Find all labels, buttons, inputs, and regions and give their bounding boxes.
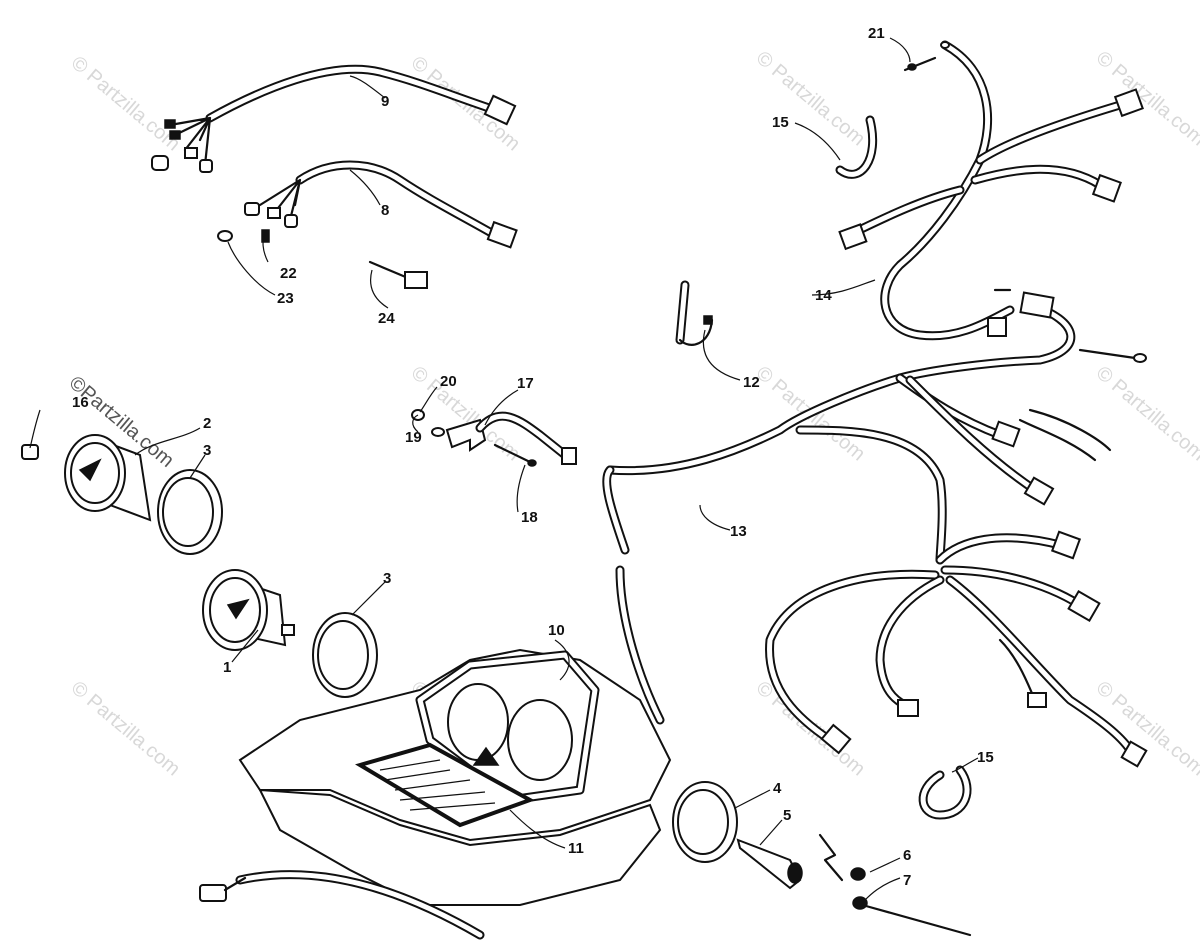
watermark: © Partzilla.com bbox=[752, 47, 869, 150]
callout-5: 5 bbox=[783, 807, 791, 824]
callout-12: 12 bbox=[743, 374, 760, 391]
callout-15-lower: 15 bbox=[977, 749, 994, 766]
callout-2: 2 bbox=[203, 415, 211, 432]
ring-part-4 bbox=[672, 781, 738, 863]
watermarks: © Partzilla.com © Partzilla.com © Partzi… bbox=[65, 47, 1200, 780]
dash-panel bbox=[238, 648, 672, 906]
watermark: © Partzilla.com bbox=[67, 677, 184, 780]
callout-10: 10 bbox=[548, 622, 565, 639]
callout-20: 20 bbox=[440, 373, 457, 390]
watermark: © Partzilla.com bbox=[1092, 362, 1200, 465]
callout-3-lower: 3 bbox=[383, 570, 391, 587]
sender-part-5 bbox=[736, 838, 803, 890]
callout-19: 19 bbox=[405, 429, 422, 446]
callout-6: 6 bbox=[903, 847, 911, 864]
callout-18: 18 bbox=[521, 509, 538, 526]
callout-4: 4 bbox=[773, 780, 782, 797]
callout-15-upper: 15 bbox=[772, 114, 789, 131]
lower-left-lead bbox=[199, 870, 485, 940]
watermark: © Partzilla.com bbox=[67, 52, 184, 155]
callout-23: 23 bbox=[277, 290, 294, 307]
callout-21: 21 bbox=[868, 25, 885, 42]
bezel-ring-part-3-lower bbox=[312, 612, 378, 698]
gauge-part-2 bbox=[21, 434, 152, 522]
bezel-ring-part-3-upper bbox=[157, 469, 223, 555]
callout-24: 24 bbox=[378, 310, 395, 327]
main-harness-part-13 bbox=[602, 291, 1148, 768]
leader-lines bbox=[29, 37, 979, 901]
nut-part-6 bbox=[850, 867, 866, 881]
clip-part-15-upper bbox=[835, 115, 878, 179]
sensor-part-12 bbox=[675, 280, 714, 346]
cable-part-7 bbox=[818, 833, 972, 937]
connector-part-24 bbox=[368, 260, 428, 289]
callout-7: 7 bbox=[903, 872, 911, 889]
clip-part-15-lower bbox=[918, 765, 972, 820]
callout-14: 14 bbox=[815, 287, 832, 304]
harness-part-9 bbox=[151, 64, 517, 173]
pin-part-21 bbox=[903, 56, 937, 72]
callout-11: 11 bbox=[568, 840, 584, 857]
callout-3-upper: 3 bbox=[203, 442, 211, 459]
callout-22: 22 bbox=[280, 265, 297, 282]
callout-1: 1 bbox=[223, 659, 231, 676]
callout-9: 9 bbox=[381, 93, 389, 110]
callout-labels: 1 2 3 3 4 5 6 7 8 9 10 11 12 13 14 15 15… bbox=[72, 25, 994, 889]
harness-part-8 bbox=[217, 160, 518, 249]
harness-part-14 bbox=[838, 40, 1144, 341]
callout-8: 8 bbox=[381, 202, 389, 219]
callout-13: 13 bbox=[730, 523, 747, 540]
gauge-part-1 bbox=[202, 569, 295, 651]
callout-17: 17 bbox=[517, 375, 534, 392]
watermark: © Partzilla.com bbox=[1092, 47, 1200, 150]
callout-16: 16 bbox=[72, 394, 89, 411]
